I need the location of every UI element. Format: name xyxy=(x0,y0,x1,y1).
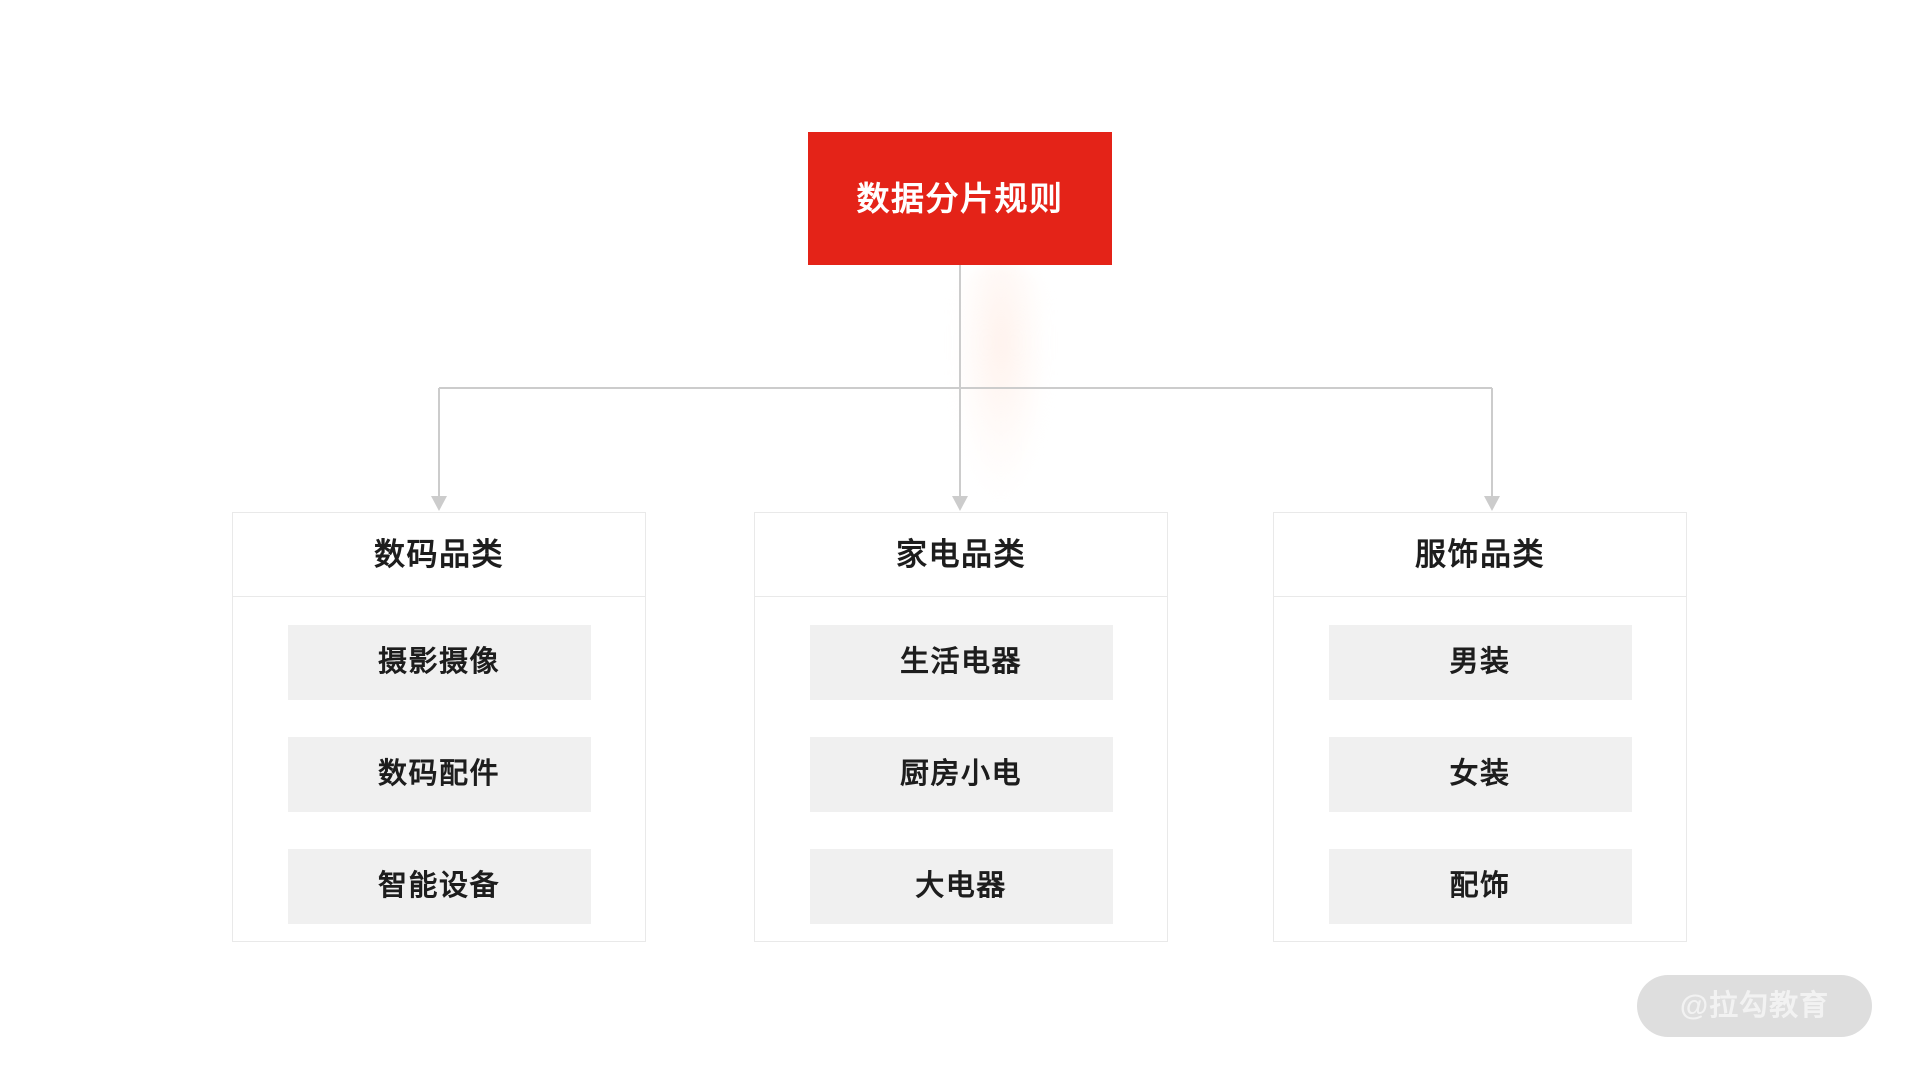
list-item-label: 男装 xyxy=(1449,646,1511,678)
column-title: 服饰品类 xyxy=(1415,537,1545,572)
list-item[interactable]: 数码配件 xyxy=(287,737,591,812)
root-node[interactable]: 数据分片规则 xyxy=(808,132,1112,265)
column-header: 服饰品类 xyxy=(1274,513,1686,597)
column-title: 数码品类 xyxy=(374,537,504,572)
list-item[interactable]: 女装 xyxy=(1328,737,1632,812)
list-item[interactable]: 厨房小电 xyxy=(809,737,1113,812)
list-item[interactable]: 男装 xyxy=(1328,625,1632,700)
arrowhead-3 xyxy=(1484,496,1500,511)
list-item-label: 数码配件 xyxy=(377,758,500,790)
watermark-badge: @拉勾教育 xyxy=(1637,975,1872,1037)
list-item[interactable]: 摄影摄像 xyxy=(287,625,591,700)
list-item-label: 生活电器 xyxy=(899,646,1022,678)
column-title: 家电品类 xyxy=(896,537,1026,572)
column-item-list: 生活电器 厨房小电 大电器 xyxy=(755,597,1167,941)
list-item[interactable]: 智能设备 xyxy=(287,849,591,924)
list-item-label: 厨房小电 xyxy=(899,758,1022,790)
trunk-glow xyxy=(955,262,1047,492)
list-item-label: 女装 xyxy=(1449,758,1511,790)
category-column-appliance[interactable]: 家电品类 生活电器 厨房小电 大电器 xyxy=(754,512,1168,942)
list-item[interactable]: 大电器 xyxy=(809,849,1113,924)
column-item-list: 男装 女装 配饰 xyxy=(1274,597,1686,941)
list-item-label: 配饰 xyxy=(1449,870,1511,902)
column-header: 数码品类 xyxy=(233,513,645,597)
list-item-label: 摄影摄像 xyxy=(377,646,500,678)
list-item-label: 智能设备 xyxy=(377,870,500,902)
column-item-list: 摄影摄像 数码配件 智能设备 xyxy=(233,597,645,941)
connector-arrowheads xyxy=(431,496,1500,511)
category-column-apparel[interactable]: 服饰品类 男装 女装 配饰 xyxy=(1273,512,1687,942)
watermark-label: @拉勾教育 xyxy=(1679,989,1830,1022)
arrowhead-1 xyxy=(431,496,447,511)
category-column-digital[interactable]: 数码品类 摄影摄像 数码配件 智能设备 xyxy=(232,512,646,942)
root-node-label: 数据分片规则 xyxy=(856,180,1064,217)
list-item-label: 大电器 xyxy=(915,870,1007,902)
list-item[interactable]: 生活电器 xyxy=(809,625,1113,700)
list-item[interactable]: 配饰 xyxy=(1328,849,1632,924)
arrowhead-2 xyxy=(952,496,968,511)
column-header: 家电品类 xyxy=(755,513,1167,597)
